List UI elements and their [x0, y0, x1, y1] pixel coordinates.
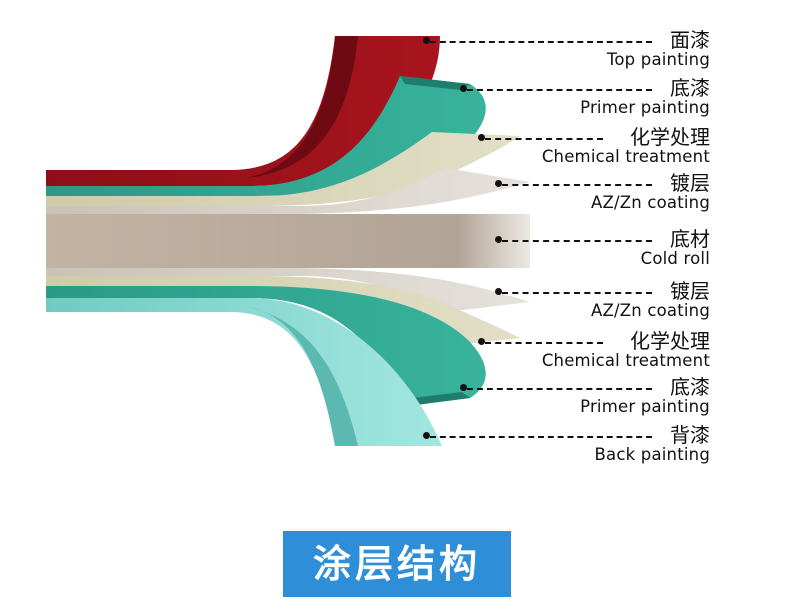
leader-line: [485, 138, 603, 140]
label-cn: 底材: [670, 227, 710, 251]
label-en: Back painting: [594, 445, 710, 464]
pointer-dot: [460, 85, 467, 92]
label-cn: 镀层: [670, 279, 710, 303]
layer-back-painting-edge: [245, 306, 358, 446]
label-en: Chemical treatment: [541, 147, 710, 166]
layer-azzn-top: [46, 168, 530, 214]
diagram-title: 涂层结构: [283, 531, 511, 597]
label-en: Primer painting: [580, 98, 710, 117]
label-azzn-bottom: 镀层 AZ/Zn coating: [591, 281, 710, 320]
pointer-dot: [495, 180, 502, 187]
label-primer-bottom: 底漆 Primer painting: [580, 377, 710, 416]
label-cn: 底漆: [670, 76, 710, 100]
label-top-painting: 面漆 Top painting: [607, 30, 710, 69]
label-chem-bottom: 化学处理 Chemical treatment: [542, 331, 710, 370]
leader-line: [467, 89, 652, 91]
label-cn: 化学处理: [630, 125, 710, 149]
label-en: AZ/Zn coating: [590, 301, 710, 320]
layer-azzn-bottom: [46, 268, 530, 312]
label-en: Chemical treatment: [541, 351, 710, 370]
layer-cold-roll: [46, 214, 530, 268]
label-primer-top: 底漆 Primer painting: [580, 78, 710, 117]
label-cold-roll: 底材 Cold roll: [641, 229, 710, 268]
layer-primer-bottom-edge: [408, 392, 470, 406]
leader-line: [467, 388, 652, 390]
layer-primer-bottom: [46, 286, 486, 406]
leader-line: [430, 436, 652, 438]
layer-primer-top-edge: [400, 76, 470, 90]
label-back-painting: 背漆 Back painting: [594, 425, 710, 464]
pointer-dot: [423, 37, 430, 44]
label-cn: 面漆: [670, 28, 710, 52]
leader-line: [430, 41, 652, 43]
leader-line: [485, 342, 603, 344]
pointer-dot: [495, 288, 502, 295]
leader-line: [502, 240, 652, 242]
label-chem-top: 化学处理 Chemical treatment: [542, 127, 710, 166]
label-en: Primer painting: [580, 397, 710, 416]
label-en: Top painting: [606, 50, 710, 69]
label-azzn-top: 镀层 AZ/Zn coating: [591, 173, 710, 212]
leader-line: [502, 184, 652, 186]
layer-chem-bottom: [46, 276, 520, 348]
pointer-dot: [495, 236, 502, 243]
pointer-dot: [478, 338, 485, 345]
layer-primer-top: [46, 76, 486, 196]
label-cn: 背漆: [670, 423, 710, 447]
pointer-dot: [423, 432, 430, 439]
leader-line: [502, 292, 652, 294]
pointer-dot: [478, 134, 485, 141]
layer-chem-top: [46, 132, 520, 206]
pointer-dot: [460, 384, 467, 391]
layer-top-painting-edge: [245, 36, 358, 178]
label-en: AZ/Zn coating: [590, 193, 710, 212]
label-en: Cold roll: [640, 249, 710, 268]
label-cn: 镀层: [670, 171, 710, 195]
label-cn: 化学处理: [630, 329, 710, 353]
label-cn: 底漆: [670, 375, 710, 399]
